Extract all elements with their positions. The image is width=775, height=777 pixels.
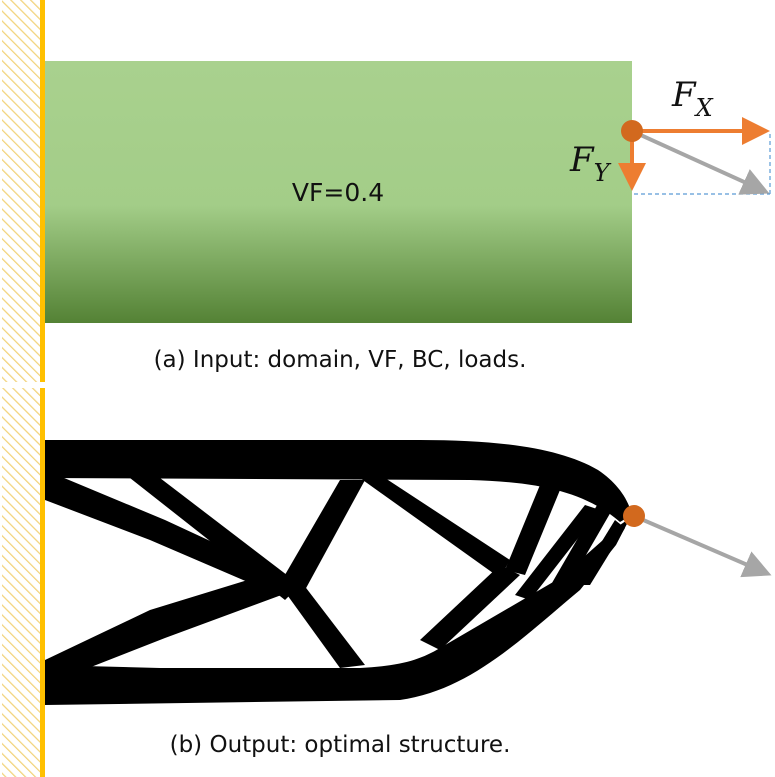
structure-member-1	[45, 470, 290, 598]
force-y-subscript: Y	[594, 159, 612, 187]
fixed-support-wall-a	[40, 0, 45, 382]
panel-a-caption: (a) Input: domain, VF, BC, loads.	[154, 347, 527, 373]
structure-member-4	[282, 480, 365, 590]
load-point-a	[621, 120, 643, 142]
force-y-symbol: F	[569, 140, 595, 180]
force-x-subscript: X	[694, 94, 714, 122]
panel-b-output: (b) Output: optimal structure.	[2, 388, 772, 777]
resultant-force-arrow-b	[633, 514, 772, 578]
structure-member-5	[280, 580, 365, 668]
load-point-b	[623, 505, 645, 527]
structure-member-6	[360, 478, 510, 578]
structure-bottom-chord	[45, 518, 630, 705]
force-y-label: FY	[569, 140, 612, 187]
structure-member-10	[515, 505, 600, 600]
fixed-support-hatch-a	[2, 0, 40, 382]
resultant-force-arrow-a	[633, 130, 770, 195]
structure-member-9	[545, 500, 612, 600]
optimal-structure	[45, 440, 632, 705]
volume-fraction-label: VF=0.4	[292, 178, 384, 207]
panel-a-input: VF=0.4 FX FY (a) Input: domain, VF, BC, …	[2, 0, 771, 382]
structure-top-chord	[45, 440, 632, 522]
structure-member-2	[45, 570, 295, 685]
structure-member-7	[505, 485, 560, 575]
fixed-support-wall-b	[40, 388, 45, 777]
structure-member-11	[575, 520, 625, 585]
structure-member-3	[130, 478, 300, 600]
panel-b-caption: (b) Output: optimal structure.	[170, 732, 511, 758]
fixed-support-hatch-b	[2, 388, 40, 777]
force-x-label: FX	[671, 75, 714, 122]
design-domain	[45, 61, 632, 323]
force-x-symbol: F	[671, 75, 697, 115]
structure-member-8	[420, 565, 520, 650]
